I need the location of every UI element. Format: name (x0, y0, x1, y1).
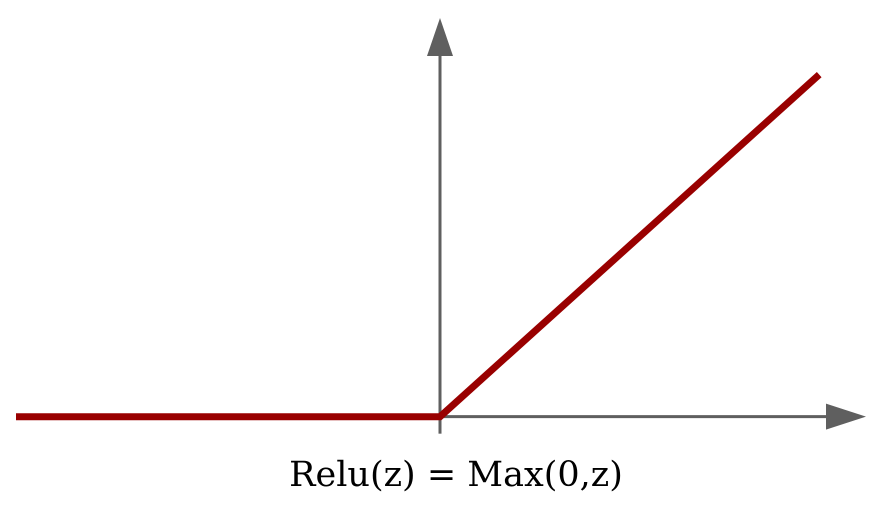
series-layer (16, 72, 822, 421)
function-caption: Relu(z) = Max(0,z) (289, 455, 623, 495)
x-axis-arrowhead (826, 403, 866, 430)
y-axis-arrowhead (427, 18, 453, 56)
relu-series-line (16, 72, 822, 421)
axes (16, 18, 866, 434)
